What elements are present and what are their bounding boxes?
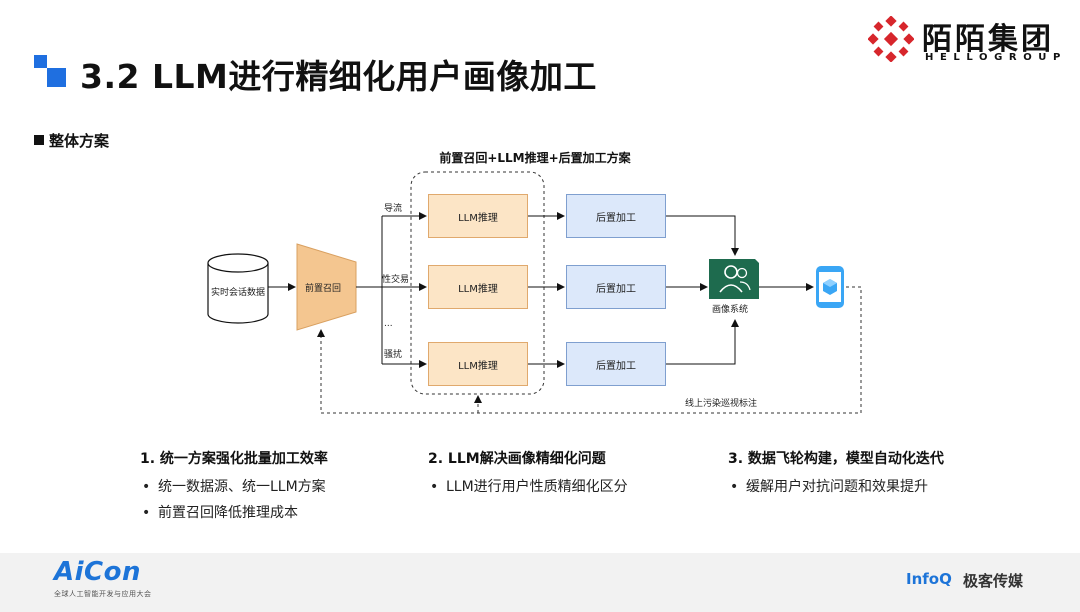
branch-label-3: ... [384, 319, 393, 329]
post-processing-box: 后置加工 [566, 194, 666, 238]
point-item: •前置召回降低推理成本 [142, 505, 298, 521]
post-processing-box: 后置加工 [566, 265, 666, 309]
point-item-text: 缓解用户对抗问题和效果提升 [746, 479, 928, 495]
point-item-text: LLM进行用户性质精细化区分 [446, 479, 628, 495]
profile-system-label: 画像系统 [712, 305, 749, 315]
brand-mark-icon [868, 16, 914, 62]
point-item-text: 统一数据源、统一LLM方案 [158, 479, 326, 495]
point-heading: 2. LLM解决画像精细化问题 [428, 451, 606, 467]
point-column-1: 1. 统一方案强化批量加工效率 •统一数据源、统一LLM方案 •前置召回降低推理… [140, 448, 328, 528]
llm-inference-box: LLM推理 [428, 194, 528, 238]
branch-label-2: 性交易 [382, 275, 410, 285]
section-heading: 整体方案 [34, 130, 109, 151]
aicon-logo: AiCon [54, 557, 141, 587]
point-column-3: 3. 数据飞轮构建，模型自动化迭代 •缓解用户对抗问题和效果提升 [728, 448, 944, 502]
recall-label: 前置召回 [305, 284, 342, 294]
point-item: •缓解用户对抗问题和效果提升 [730, 479, 928, 495]
brand-name: 陌陌集团 [922, 22, 1054, 57]
section-heading-text: 整体方案 [49, 132, 110, 150]
point-item: •LLM进行用户性质精细化区分 [430, 479, 628, 495]
llm-inference-box: LLM推理 [428, 265, 528, 309]
point-heading: 1. 统一方案强化批量加工效率 [140, 451, 328, 467]
mobile-app-icon [816, 266, 844, 308]
llm-inference-box: LLM推理 [428, 342, 528, 386]
infoq-logo: InfoQ [906, 570, 952, 588]
recall-trapezoid [296, 243, 357, 331]
llm-group-outline [410, 171, 545, 395]
database-cylinder-icon [207, 253, 269, 324]
brand-subtitle: HELLOGROUP [925, 52, 1067, 63]
branch-label-1: 导流 [384, 204, 403, 214]
diagram-title: 前置召回+LLM推理+后置加工方案 [439, 151, 631, 165]
square-bullet-icon [34, 135, 44, 145]
point-column-2: 2. LLM解决画像精细化问题 •LLM进行用户性质精细化区分 [428, 448, 628, 502]
footer-bar: AiCon 全球人工智能开发与应用大会 InfoQ 极客传媒 [0, 553, 1080, 612]
geek-media-logo: 极客传媒 [963, 572, 1024, 590]
point-item: •统一数据源、统一LLM方案 [142, 479, 326, 495]
point-heading: 3. 数据飞轮构建，模型自动化迭代 [728, 451, 944, 467]
datasource-label: 实时会话数据 [211, 288, 266, 298]
page-title: 3.2 LLM进行精细化用户画像加工 [80, 57, 597, 96]
aicon-subtitle: 全球人工智能开发与应用大会 [54, 590, 152, 598]
post-processing-box: 后置加工 [566, 342, 666, 386]
brand-logo: 陌陌集团 HELLOGROUP [868, 12, 1074, 68]
branch-label-4: 骚扰 [384, 350, 403, 360]
profile-system-icon [709, 259, 759, 299]
title-accent-icon [34, 55, 68, 89]
point-item-text: 前置召回降低推理成本 [158, 505, 298, 521]
feedback-label: 线上污染巡视标注 [685, 399, 758, 409]
